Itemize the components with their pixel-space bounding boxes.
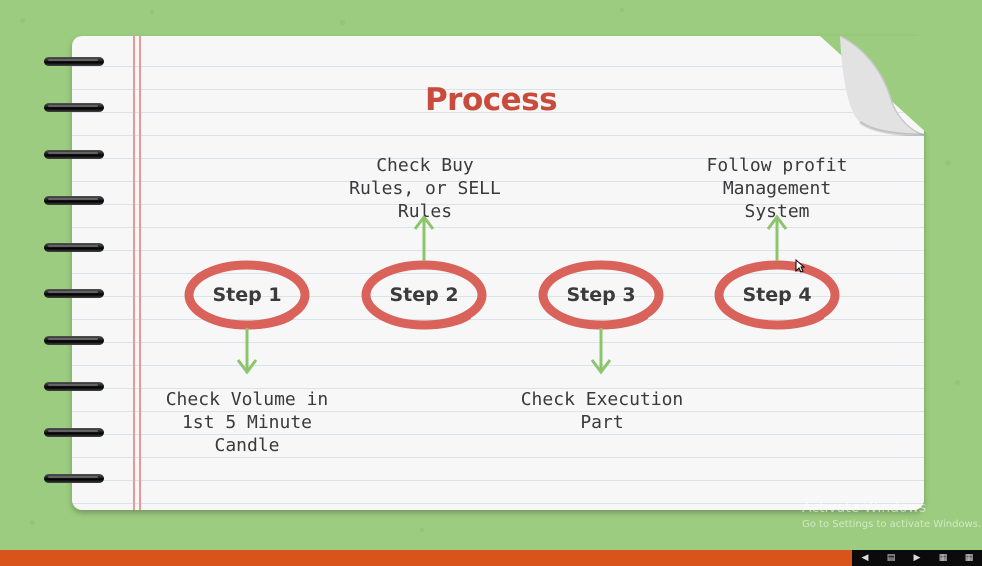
spiral-ring-icon: [44, 100, 106, 114]
background-dot: [420, 528, 424, 532]
step-3-circle: Step 3: [537, 259, 665, 331]
background-dot: [945, 160, 951, 166]
step-2-note: Check Buy Rules, or SELL Rules: [349, 155, 501, 222]
notebook-page: [72, 36, 924, 510]
activate-windows-watermark: Activate Windows Go to Settings to activ…: [802, 500, 981, 530]
margin-line: [133, 36, 135, 510]
spiral-ring-icon: [44, 286, 106, 300]
step-3-note: Check Execution Part: [520, 389, 684, 433]
grid-icon[interactable]: ▦: [964, 552, 974, 563]
step-1-circle: Step 1: [183, 259, 311, 331]
presentation-status-bar: [0, 550, 982, 566]
step-4-label: Step 4: [742, 284, 812, 306]
arrow-down-icon: [236, 328, 258, 375]
notes-icon[interactable]: ▦: [938, 552, 948, 563]
step-2-label: Step 2: [389, 284, 459, 306]
background-dot: [20, 18, 25, 23]
spiral-ring-icon: [44, 147, 106, 161]
arrow-down-icon: [590, 328, 612, 375]
background-dot: [620, 8, 624, 12]
background-dot: [955, 380, 960, 385]
prev-icon[interactable]: ◀: [861, 552, 869, 563]
next-icon[interactable]: ▶: [913, 552, 921, 563]
step-4-note: Follow profit Management System: [706, 155, 848, 222]
slideshow-controls: ◀ ▤ ▶ ▦ ▦: [852, 550, 982, 566]
background-dot: [30, 520, 35, 525]
step-1-label: Step 1: [212, 284, 282, 306]
step-2-circle: Step 2: [360, 259, 488, 331]
mouse-cursor-icon: [795, 259, 805, 273]
spiral-ring-icon: [44, 54, 106, 68]
spiral-ring-icon: [44, 193, 106, 207]
page-curl-icon: [820, 36, 930, 136]
spiral-ring-icon: [44, 379, 106, 393]
background-dot: [150, 10, 154, 14]
watermark-title: Activate Windows: [802, 500, 927, 516]
margin-line: [139, 36, 141, 510]
arrow-up-icon: [766, 214, 788, 261]
slide-title: Process: [424, 82, 558, 118]
step-3-label: Step 3: [566, 284, 636, 306]
slide-view-icon[interactable]: ▤: [886, 552, 896, 563]
arrow-up-icon: [413, 214, 435, 261]
spiral-ring-icon: [44, 471, 106, 485]
step-1-note: Check Volume in 1st 5 Minute Candle: [165, 389, 329, 456]
background-dot: [340, 20, 345, 25]
spiral-ring-icon: [44, 333, 106, 347]
spiral-ring-icon: [44, 240, 106, 254]
spiral-ring-icon: [44, 425, 106, 439]
step-4-circle: Step 4: [713, 259, 841, 331]
watermark-subtitle: Go to Settings to activate Windows.: [802, 519, 982, 530]
